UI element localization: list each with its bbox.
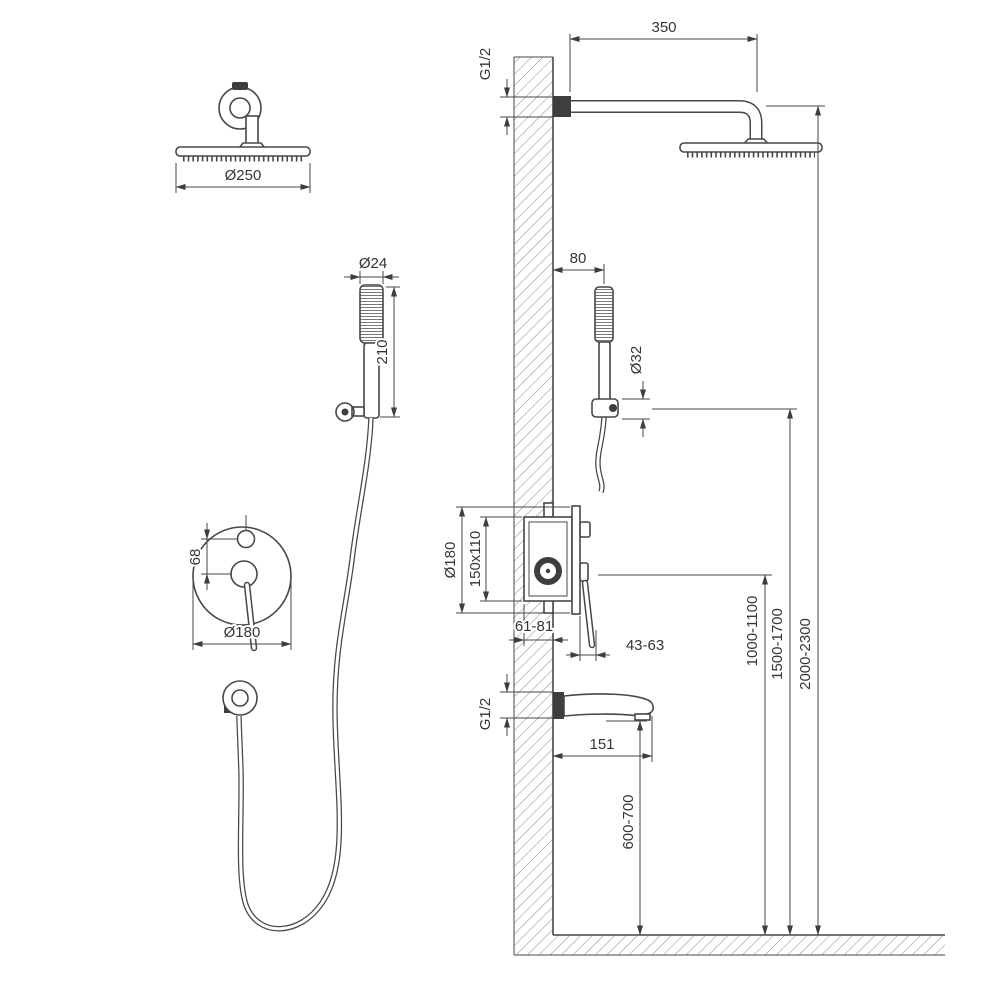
label-spout-height: 600-700 [620, 794, 637, 849]
dim-handshower-diameter: Ø24 [344, 253, 399, 284]
hand-shower-front-view [335, 284, 384, 422]
lever-pivot [579, 562, 589, 582]
spout-aerator [634, 713, 651, 721]
dim-mixer-plate-diameter: Ø180 [192, 580, 292, 650]
label-mixer-handle-spacing: 68 [187, 549, 204, 566]
label-mixer-plate-diameter: Ø180 [224, 624, 261, 641]
spout-wall-flange [553, 692, 564, 719]
label-spout-thread: G1/2 [477, 698, 494, 731]
arm-wall-cap [232, 82, 248, 90]
dim-handshower-length: 210 [372, 286, 400, 418]
hand-shower-handle [363, 342, 380, 419]
shower-head-disc [679, 142, 823, 153]
diverter-knob [579, 521, 591, 538]
label-valve-depth: 61-81 [515, 618, 553, 635]
overhead-shower-front-view [175, 82, 311, 162]
dim-holder-diameter: Ø32 [622, 344, 650, 437]
hand-shower-spray-head [594, 286, 614, 343]
label-arm-thread: G1/2 [477, 48, 494, 81]
wall-holder-knob [335, 402, 355, 422]
valve-cartridge [534, 557, 562, 585]
label-arm-length: 350 [651, 19, 676, 36]
dim-valve-depth: 61-81 [509, 604, 568, 646]
label-valve-box-size: 150x110 [467, 531, 484, 587]
wall-holder [591, 398, 619, 418]
label-valve-trim-depth: 43-63 [626, 637, 664, 654]
hand-shower-side-view [591, 286, 619, 493]
valve-top-stub [543, 502, 554, 518]
bath-spout-side-view [553, 692, 654, 721]
hand-shower-spray-head [359, 284, 384, 344]
dim-spout-length: 151 [552, 716, 653, 762]
label-holder-diameter: Ø32 [628, 346, 645, 374]
shower-arm [571, 100, 763, 141]
dim-mixer-handle-spacing: 68 [185, 523, 238, 590]
dim-valve-box-size: 150x110 [465, 516, 522, 602]
overhead-shower-side-view [553, 96, 823, 158]
dim-handshower-height: 1500-1700 [652, 408, 797, 936]
dim-overhead-height: 2000-2300 [766, 105, 825, 936]
shower-head-disc [175, 146, 311, 157]
label-handshower-diameter: Ø24 [359, 255, 387, 272]
label-valve-plate-diameter: Ø180 [442, 542, 459, 579]
diverter-knob [236, 529, 256, 549]
hand-shower-handle [598, 341, 611, 403]
valve-bottom-stub [543, 599, 554, 614]
mixer-knob [230, 560, 258, 588]
label-handshower-height: 1500-1700 [769, 608, 786, 680]
shower-hose [236, 417, 374, 932]
dim-valve-plate-diameter: Ø180 [440, 506, 570, 614]
holder-connector [351, 406, 365, 417]
label-holder-offset: 80 [570, 250, 587, 267]
valve-trim-plate [571, 505, 581, 615]
label-overhead-height: 2000-2300 [797, 618, 814, 690]
concealed-valve-side-view [523, 502, 596, 649]
dim-arm-thread: G1/2 [475, 46, 553, 135]
label-mixer-height: 1000-1100 [744, 596, 761, 667]
label-handshower-length: 210 [374, 339, 391, 364]
dim-mixer-height: 1000-1100 [598, 574, 772, 936]
mixer-trim-plate [192, 526, 292, 626]
dim-spout-thread: G1/2 [475, 674, 553, 736]
dim-valve-trim-depth: 43-63 [566, 616, 666, 661]
arm-pipe [245, 115, 259, 147]
dim-overhead-diameter: Ø250 [175, 163, 311, 193]
spout-body [563, 693, 654, 717]
outlet-nipple [231, 689, 249, 707]
label-spout-length: 151 [589, 736, 614, 753]
arm-wall-flange [553, 96, 571, 117]
dim-spout-height: 600-700 [606, 720, 647, 936]
dim-holder-offset: 80 [552, 248, 605, 284]
label-overhead-diameter: Ø250 [225, 167, 262, 184]
dim-arm-length: 350 [569, 17, 758, 92]
wall-outlet-front-view [222, 680, 258, 716]
